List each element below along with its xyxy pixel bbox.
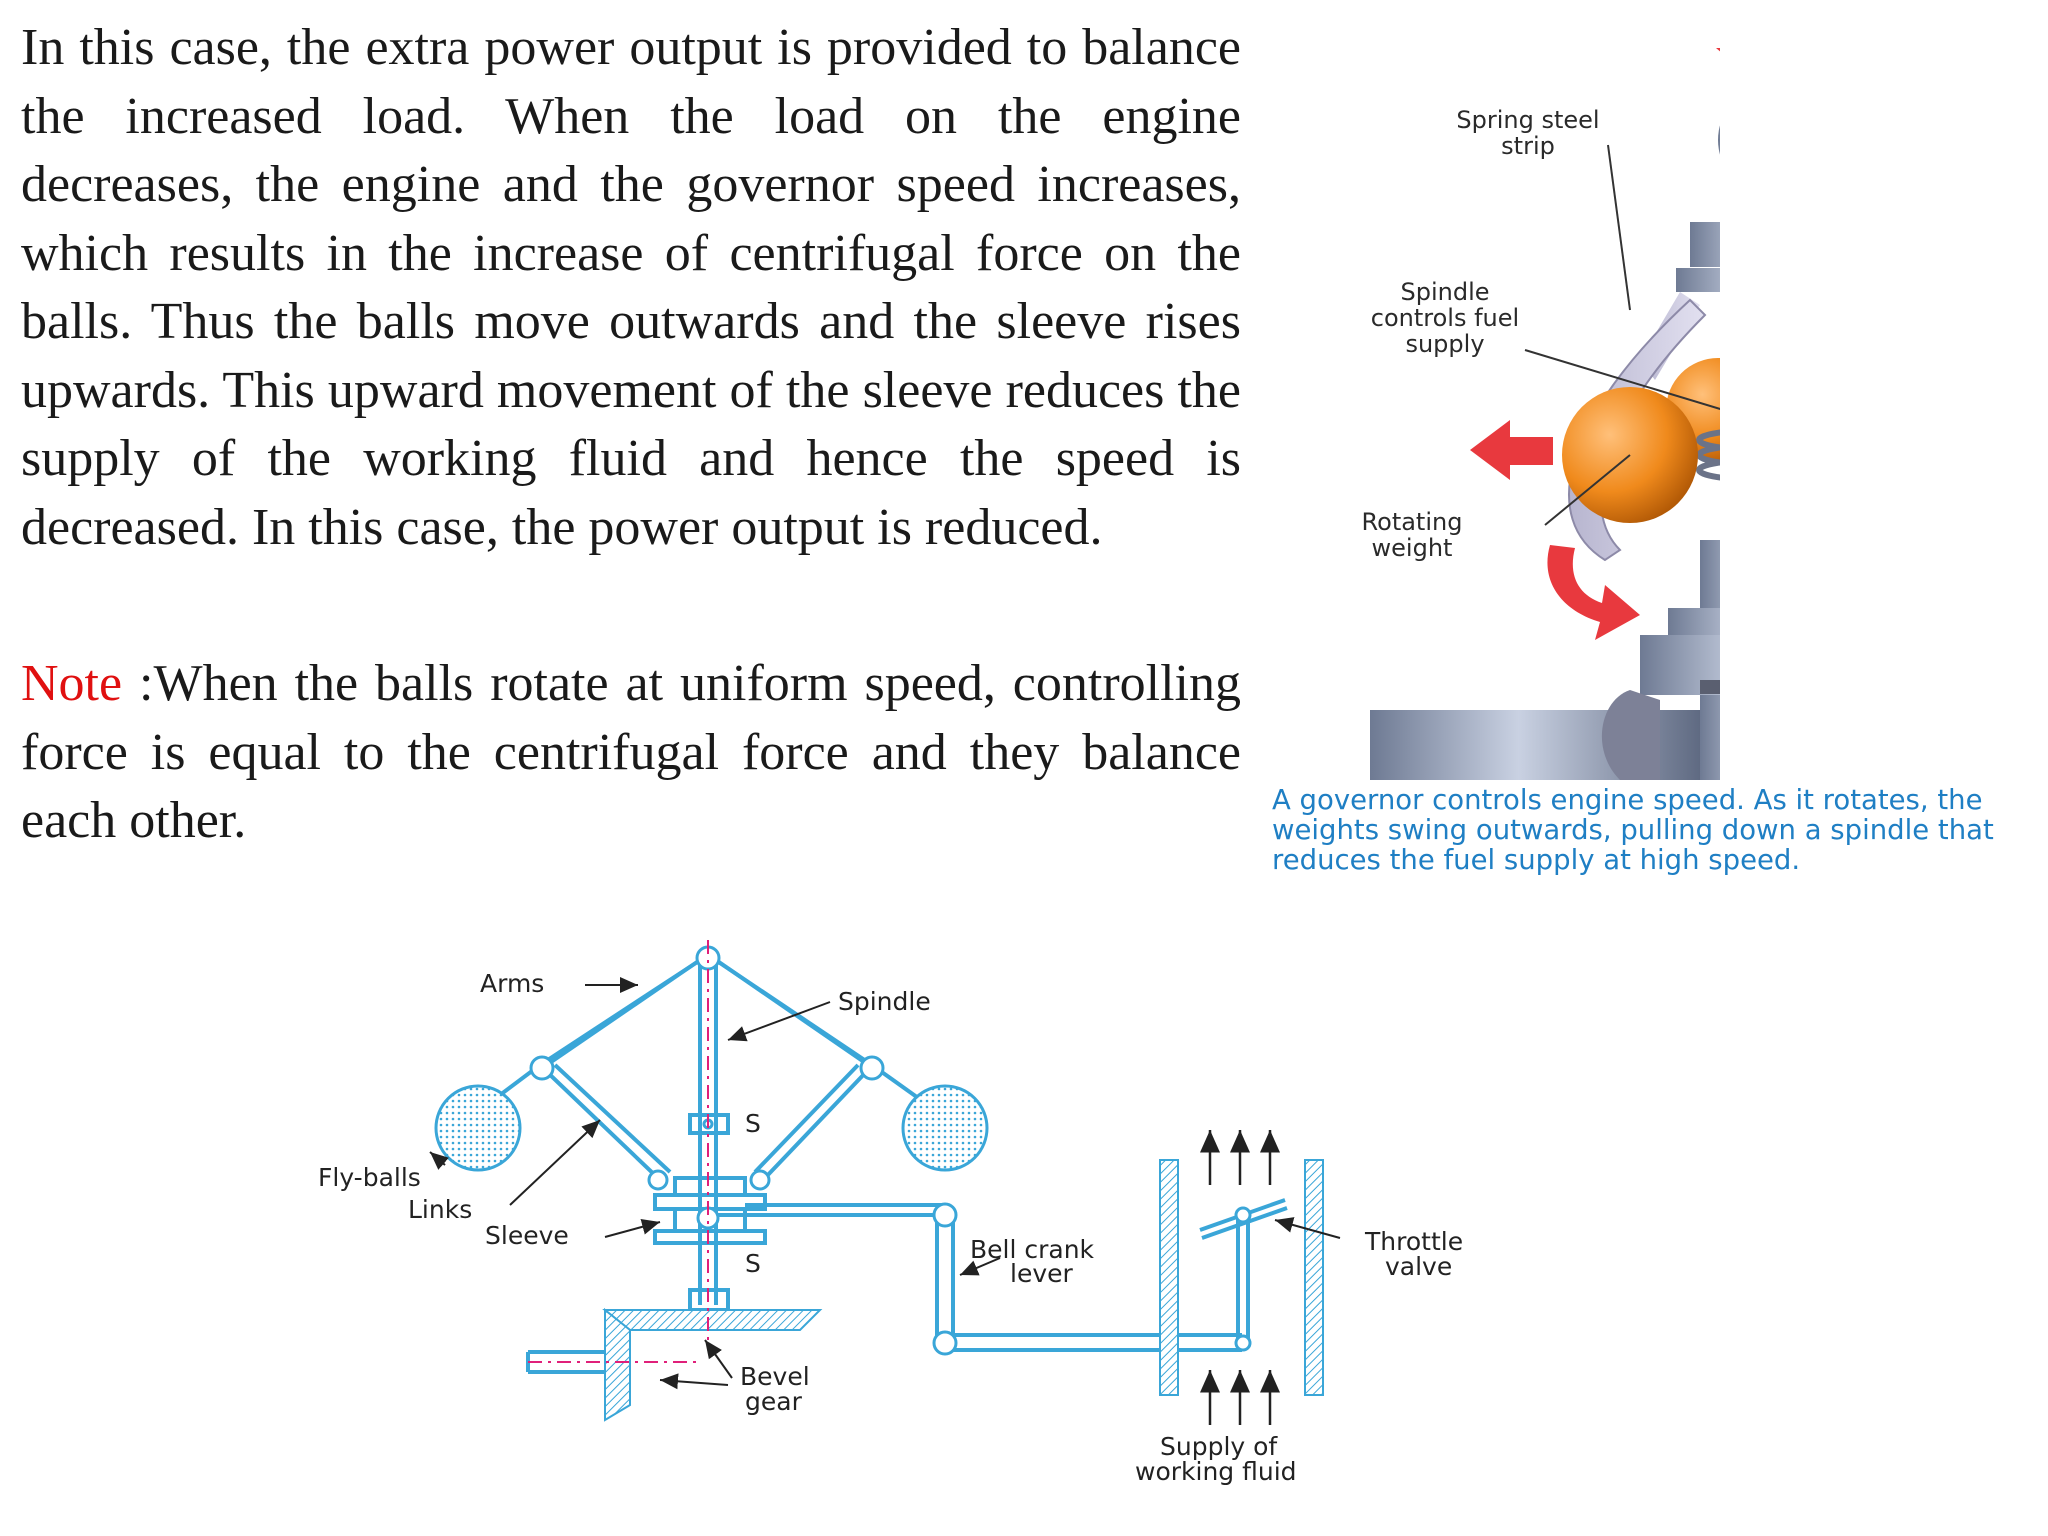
down-arrow-icon (1716, 48, 1720, 52)
curved-arrow-icon (1547, 545, 1640, 640)
label-links: Links (408, 1195, 472, 1224)
note-text: :When the balls rotate at uniform speed,… (21, 655, 1241, 849)
label-s-lower: S (745, 1249, 761, 1278)
label-spindle: Spindle (1400, 278, 1489, 306)
label-bevel: Bevel (740, 1362, 810, 1391)
governor-photo: Spring steel strip Spindle controls fuel… (1330, 0, 1720, 780)
label-rotating: Rotating (1362, 508, 1463, 536)
label-spindle: Spindle (838, 987, 931, 1016)
label-gear: gear (745, 1387, 803, 1416)
note-label: Note (21, 655, 123, 712)
label-strip: strip (1501, 132, 1555, 160)
label-s-upper: S (745, 1109, 761, 1138)
label-bell-crank: Bell crank (970, 1235, 1095, 1264)
note-paragraph: Note :When the balls rotate at uniform s… (21, 650, 1241, 856)
label-throttle: Throttle (1364, 1227, 1463, 1256)
label-supply: supply (1405, 330, 1484, 358)
label-sleeve: Sleeve (485, 1221, 569, 1250)
label-weight: weight (1372, 534, 1453, 562)
label-working-fluid: working fluid (1135, 1457, 1297, 1486)
photo-caption: A governor controls engine speed. As it … (1272, 784, 1994, 876)
governor-schematic: Arms Spindle S Fly-balls Links Sleeve S … (318, 940, 1463, 1486)
label-supply-of: Supply of (1160, 1432, 1278, 1461)
label-lever: lever (1010, 1259, 1074, 1288)
label-spring-steel: Spring steel (1456, 106, 1599, 134)
label-valve: valve (1385, 1252, 1452, 1281)
left-arrow-icon (1470, 420, 1553, 480)
label-arms: Arms (480, 969, 544, 998)
label-flyballs: Fly-balls (318, 1163, 421, 1192)
body-paragraph: In this case, the extra power output is … (21, 19, 1241, 556)
label-controls-fuel: controls fuel (1371, 304, 1519, 332)
